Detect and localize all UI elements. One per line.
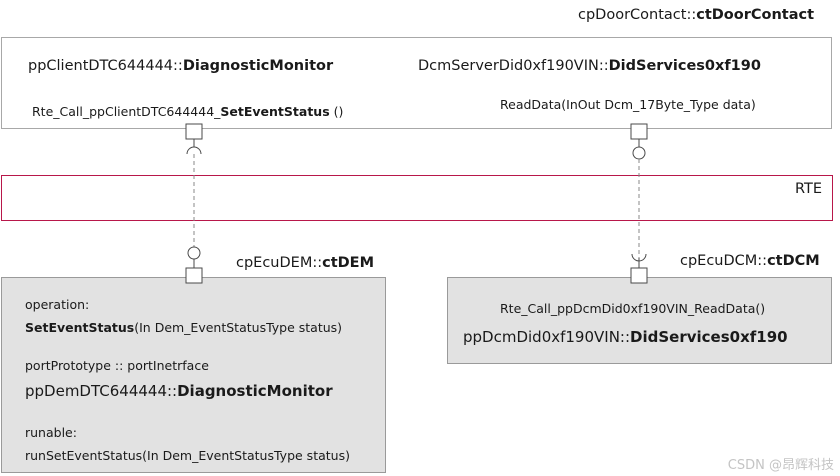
door-contact-prefix: cpDoorContact:: [578, 7, 697, 23]
client-call-suffix: () [329, 104, 344, 119]
client-call-prefix: Rte_Call_ppClientDTC644444_ [32, 104, 221, 119]
dem-component: operation: SetEventStatus(In Dem_EventSt… [1, 277, 386, 473]
client-call-label: Rte_Call_ppClientDTC644444_SetEventStatu… [32, 104, 343, 119]
dem-provided-ball [187, 246, 201, 260]
dem-port-interface: DiagnosticMonitor [177, 382, 333, 400]
dem-operation-name: SetEventStatus [25, 320, 135, 335]
rte-label: RTE [794, 181, 822, 197]
dcm-port-name: ppDcmDid0xf190VIN::DidServices0xf190 [463, 328, 788, 346]
rte-band: RTE [1, 175, 833, 221]
dem-port-prototype-label: portPrototype :: portInetrface [25, 358, 209, 373]
client-port-interface: DiagnosticMonitor [182, 58, 334, 74]
server-operation-label: ReadData(InOut Dcm_17Byte_Type data) [500, 97, 756, 112]
dcm-call-label: Rte_Call_ppDcmDid0xf190VIN_ReadData() [500, 301, 766, 316]
server-port-label: DcmServerDid0xf190VIN::DidServices0xf190 [418, 58, 761, 74]
client-required-socket [186, 146, 202, 155]
dcm-port-interface: DidServices0xf190 [630, 328, 788, 346]
dem-runnable-heading: runable: [25, 425, 77, 440]
dcm-type: ctDCM [767, 253, 820, 269]
client-call-op: SetEventStatus [220, 104, 330, 119]
server-port-interface: DidServices0xf190 [608, 58, 761, 74]
door-contact-component-label: cpDoorContact::ctDoorContact [578, 7, 814, 23]
dem-operation-signature: SetEventStatus(In Dem_EventStatusType st… [25, 320, 342, 335]
dcm-prefix: cpEcuDCM:: [680, 253, 768, 269]
dem-prefix: cpEcuDEM:: [236, 255, 323, 271]
dem-port-prefix: ppDemDTC644444:: [25, 382, 178, 400]
client-port-square [185, 123, 203, 140]
dcm-component: Rte_Call_ppDcmDid0xf190VIN_ReadData() pp… [447, 277, 832, 364]
dcm-component-label: cpEcuDCM::ctDCM [680, 253, 820, 269]
dem-port-name: ppDemDTC644444::DiagnosticMonitor [25, 382, 333, 400]
watermark: CSDN @昂辉科技 [727, 458, 834, 473]
dcm-port-prefix: ppDcmDid0xf190VIN:: [463, 328, 631, 346]
client-port-label: ppClientDTC644444::DiagnosticMonitor [28, 58, 333, 74]
dem-runnable-signature: runSetEventStatus(In Dem_EventStatusType… [25, 448, 350, 463]
dcm-port-square [630, 267, 648, 284]
door-contact-type: ctDoorContact [696, 7, 815, 23]
server-provided-ball [632, 146, 646, 160]
server-port-square [630, 123, 648, 140]
dem-port-square [185, 267, 203, 284]
dem-type: ctDEM [322, 255, 375, 271]
door-contact-component [1, 37, 832, 129]
dem-operation-heading: operation: [25, 297, 90, 312]
server-port-prefix: DcmServerDid0xf190VIN:: [418, 58, 609, 74]
dem-operation-args: (In Dem_EventStatusType status) [134, 320, 343, 335]
client-port-prefix: ppClientDTC644444:: [28, 58, 183, 74]
dem-component-label: cpEcuDEM::ctDEM [236, 255, 374, 271]
